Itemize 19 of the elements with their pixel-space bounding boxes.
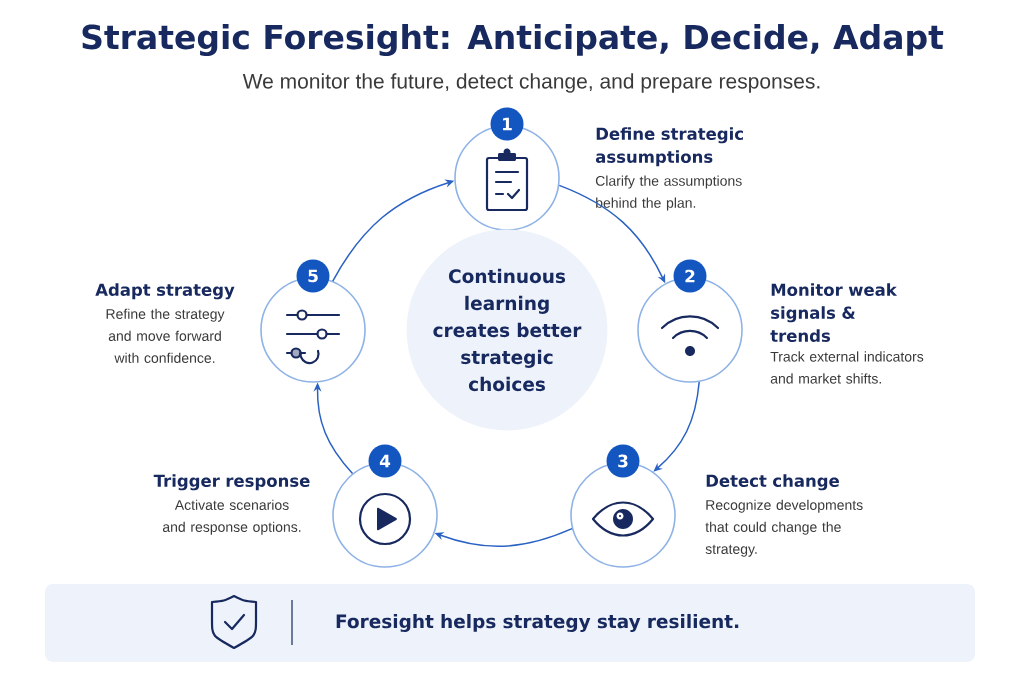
number-badge: 5	[296, 259, 330, 293]
arrow	[653, 381, 700, 472]
step-heading: Adapt strategy	[95, 283, 235, 300]
step-heading: Monitor weak signals & trends	[770, 283, 898, 342]
step-heading: Trigger response	[153, 474, 310, 491]
step-heading: Detect change	[706, 474, 839, 491]
title: Strategic Foresight: Anticipate, Decide, Adapt	[82, 23, 944, 57]
number-badge: 1	[490, 107, 524, 141]
subtitle: We monitor the future, detect change, and prepare responses.	[242, 73, 820, 93]
step-description: Track external indicators and market shifts.	[770, 351, 924, 384]
number-badge: 2	[673, 259, 707, 293]
step-heading: Define strategic assumptions	[595, 127, 743, 167]
step-description: Clarify the assumptions behind the plan.	[595, 175, 742, 211]
step-description: Recognize developments that could change the strategy.	[705, 499, 863, 557]
step-description: Refine the strategy and move forward with confidence.	[106, 308, 225, 363]
number-badge: 3	[606, 444, 640, 478]
banner: Foresight helps strategy stay resilient.	[45, 584, 975, 662]
number-badge: 4	[368, 444, 402, 478]
step-description: Activate scenarios and response options.	[162, 499, 301, 535]
